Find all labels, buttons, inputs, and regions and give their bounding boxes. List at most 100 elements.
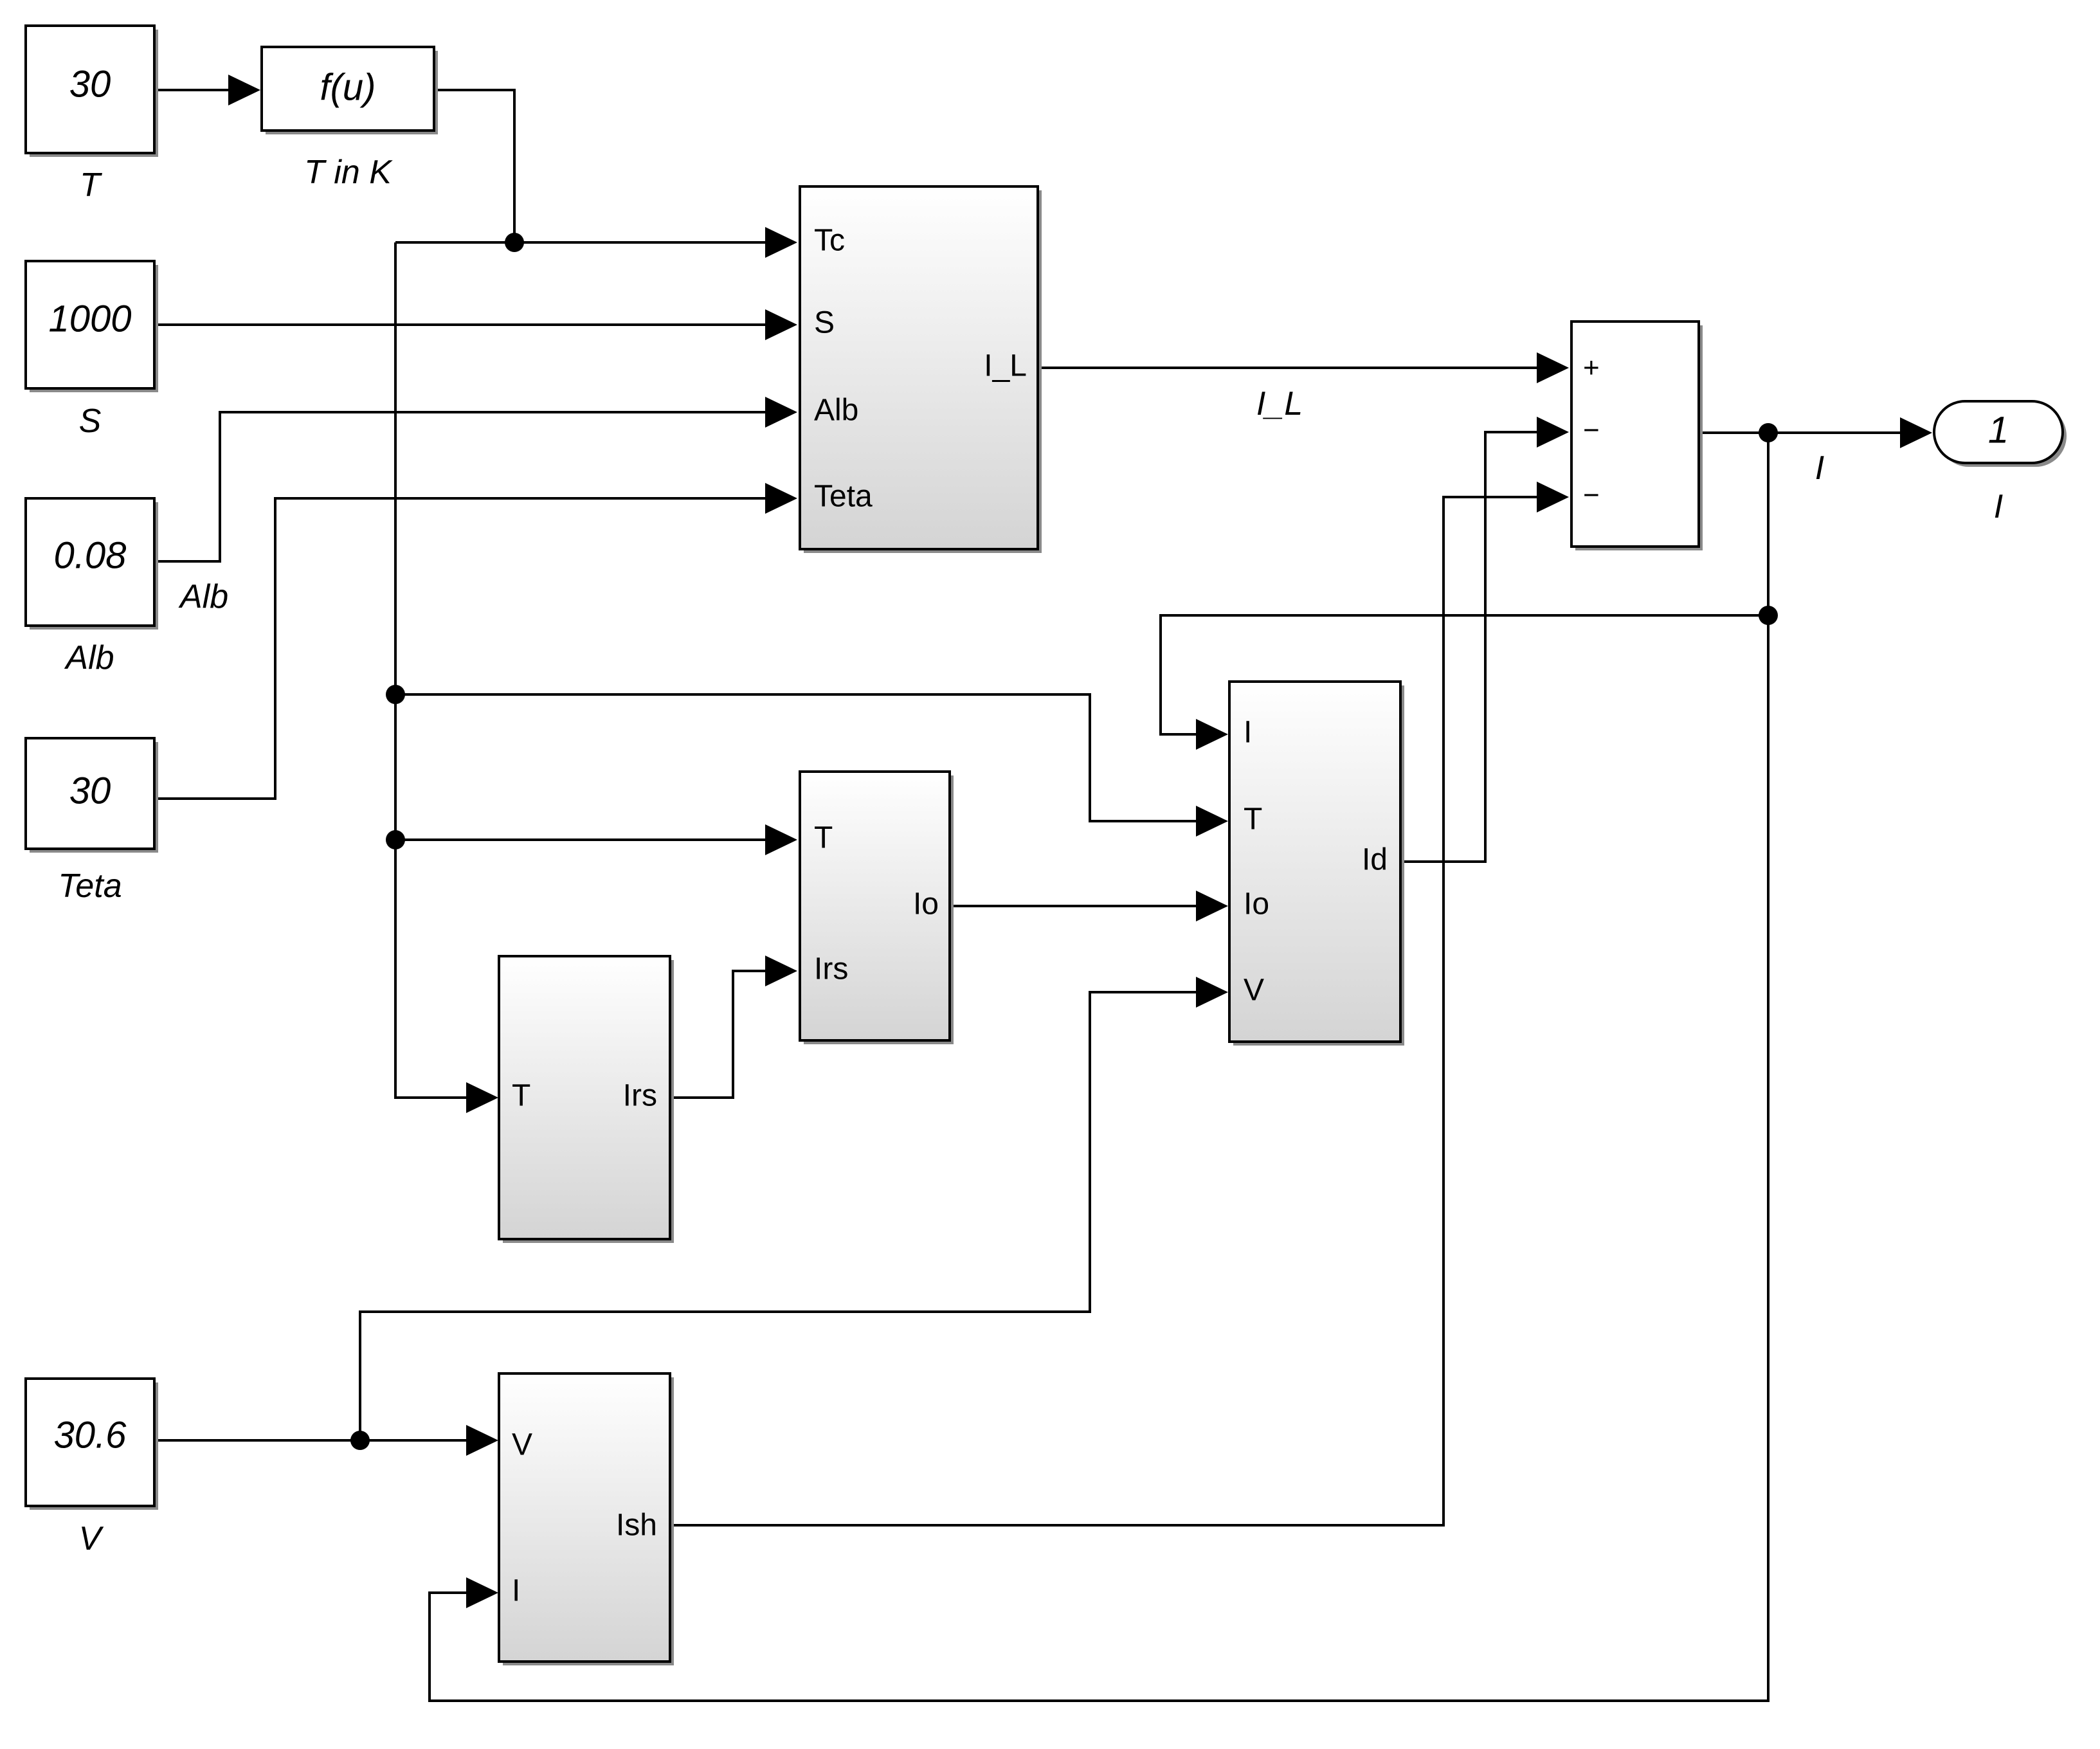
constant-value: 0.08: [54, 534, 127, 576]
wire-i-feedback-trunk[interactable]: [428, 433, 1770, 1702]
port-label-irs: Irs: [623, 1079, 657, 1113]
constant-value: 30.6: [54, 1414, 127, 1456]
constant-block-t[interactable]: 30 T: [24, 24, 158, 204]
port-label-io: Io: [1244, 887, 1269, 921]
arrowhead: [765, 956, 797, 986]
constant-block-s[interactable]: 1000 S: [24, 260, 158, 440]
subsystem-box[interactable]: [498, 955, 671, 1240]
wire-t-bus-vertical[interactable]: [394, 242, 466, 1099]
constant-box[interactable]: [24, 260, 156, 390]
port-label-il: I_L: [984, 349, 1027, 383]
subsystem-box[interactable]: [799, 770, 951, 1042]
constant-box[interactable]: [24, 1377, 156, 1507]
outport-number: 1: [1988, 409, 2009, 451]
arrowhead: [466, 1577, 498, 1608]
arrowhead: [1196, 719, 1228, 750]
constant-value: 30: [69, 63, 111, 105]
branch-point: [386, 685, 405, 704]
sum-box[interactable]: [1570, 320, 1700, 548]
port-label-s: S: [814, 306, 835, 340]
constant-block-v[interactable]: 30.6 V: [24, 1377, 158, 1557]
wire-irs[interactable]: [669, 970, 768, 1099]
constant-value: 30: [69, 770, 111, 811]
outport-shape[interactable]: [1933, 400, 2064, 464]
subsystem-saturation-current[interactable]: T Irs Io: [799, 770, 954, 1044]
wire-alb[interactable]: [154, 411, 768, 563]
arrowhead: [765, 227, 797, 258]
wire-fcn-out[interactable]: [434, 89, 516, 242]
block-label: Alb: [64, 639, 114, 676]
port-label-teta: Teta: [814, 480, 873, 514]
sum-sign-minus: −: [1583, 415, 1600, 446]
port-label-v: V: [1244, 974, 1264, 1008]
outport-block[interactable]: 1 I: [1933, 400, 2067, 525]
arrowhead: [1900, 417, 1932, 448]
arrowhead: [1537, 482, 1569, 512]
branch-point: [505, 233, 524, 252]
block-label: T in K: [304, 154, 393, 191]
signal-label-i: I: [1815, 449, 1824, 487]
wire-t-to-diode[interactable]: [395, 693, 1199, 822]
arrowhead: [1537, 417, 1569, 448]
block-label: Teta: [58, 867, 122, 905]
subsystem-box[interactable]: [799, 185, 1039, 550]
wire-ish[interactable]: [669, 496, 1550, 1527]
arrowhead: [765, 309, 797, 340]
block-label: I: [1994, 488, 2003, 525]
subsystem-photocurrent[interactable]: Tc S Alb Teta I_L: [799, 185, 1042, 553]
port-label-alb: Alb: [814, 394, 858, 428]
constant-block-teta[interactable]: 30 Teta: [24, 737, 158, 905]
signal-label-il: I_L: [1256, 385, 1303, 422]
block-label: V: [79, 1520, 104, 1557]
constant-box[interactable]: [24, 24, 156, 154]
subsystem-box[interactable]: [1228, 680, 1402, 1043]
branch-point: [1759, 606, 1778, 625]
fcn-block[interactable]: f(u) T in K: [260, 46, 438, 191]
arrowhead: [228, 75, 260, 105]
port-label-t: T: [512, 1079, 530, 1113]
port-label-i: I: [1244, 716, 1252, 750]
wire-i-to-diode[interactable]: [1159, 614, 1768, 736]
port-label-t: T: [814, 821, 833, 855]
block-label: S: [79, 403, 102, 440]
wire-v-to-diode[interactable]: [359, 991, 1199, 1440]
arrowhead: [765, 483, 797, 514]
constant-value: 1000: [48, 298, 131, 340]
sum-sign-minus: −: [1583, 480, 1600, 511]
branch-point: [350, 1431, 370, 1450]
port-label-ish: Ish: [616, 1509, 657, 1543]
arrowhead: [1196, 891, 1228, 921]
branch-point: [1759, 423, 1778, 442]
arrowhead: [1537, 352, 1569, 383]
block-label: T: [80, 167, 102, 204]
wire-id[interactable]: [1398, 431, 1550, 863]
arrowhead: [466, 1082, 498, 1113]
sum-block[interactable]: + − −: [1570, 320, 1703, 550]
port-label-tc: Tc: [814, 224, 845, 258]
sum-sign-plus: +: [1583, 352, 1600, 384]
port-label-v: V: [512, 1428, 532, 1462]
arrowhead: [765, 397, 797, 428]
subsystem-shunt-current[interactable]: V I Ish: [498, 1372, 674, 1665]
constant-block-alb[interactable]: 0.08 Alb: [24, 497, 158, 676]
subsystem-reverse-saturation[interactable]: T Irs: [498, 955, 674, 1243]
arrowhead: [466, 1425, 498, 1456]
fcn-box[interactable]: [260, 46, 435, 132]
arrowhead: [1196, 977, 1228, 1008]
port-label-irs: Irs: [814, 952, 848, 986]
fcn-expression: f(u): [320, 66, 376, 108]
constant-box[interactable]: [24, 737, 156, 850]
port-label-t: T: [1244, 802, 1262, 837]
port-label-id: Id: [1362, 843, 1388, 877]
signal-lines: [154, 89, 1903, 1702]
subsystem-diode-current[interactable]: I T Io V Id: [1228, 680, 1404, 1046]
constant-box[interactable]: [24, 497, 156, 627]
subsystem-box[interactable]: [498, 1372, 671, 1663]
arrowhead: [765, 824, 797, 855]
wire-teta[interactable]: [154, 497, 768, 800]
arrowhead: [1196, 806, 1228, 837]
arrowheads: [228, 75, 1932, 1608]
signal-label-alb: Alb: [178, 578, 228, 615]
branch-points: [350, 233, 1778, 1450]
